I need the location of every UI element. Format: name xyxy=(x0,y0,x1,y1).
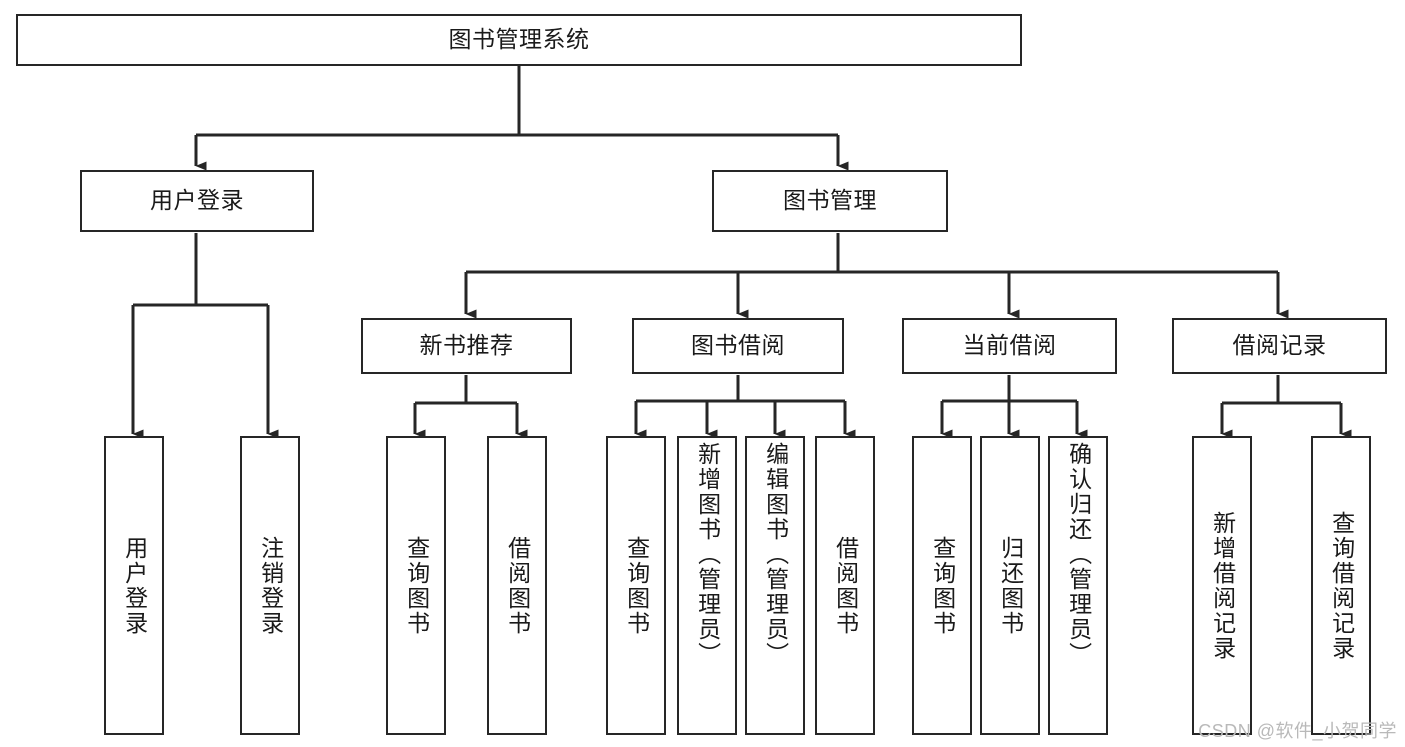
node-label: 新增图书（管理员） xyxy=(694,442,721,667)
leaf-borrow-book-recommendation[interactable]: 借阅图书 xyxy=(487,436,547,735)
leaf-borrow-book[interactable]: 借阅图书 xyxy=(815,436,875,735)
node-label: 新书推荐 xyxy=(419,332,514,359)
node-label: 用户登录 xyxy=(150,187,244,214)
node-label: 借阅图书 xyxy=(504,535,531,636)
leaf-query-book-current[interactable]: 查询图书 xyxy=(912,436,972,735)
node-label: 图书管理系统 xyxy=(448,26,590,53)
node-new-book-recommendation[interactable]: 新书推荐 xyxy=(361,318,572,374)
node-label: 编辑图书（管理员） xyxy=(762,442,789,667)
node-label: 查询图书 xyxy=(623,535,650,636)
node-label: 图书借阅 xyxy=(691,332,785,359)
node-user-login[interactable]: 用户登录 xyxy=(80,170,314,232)
node-label: 新增借阅记录 xyxy=(1209,510,1236,661)
leaf-query-book-recommendation[interactable]: 查询图书 xyxy=(386,436,446,735)
leaf-query-borrow-record[interactable]: 查询借阅记录 xyxy=(1311,436,1371,735)
leaf-return-book[interactable]: 归还图书 xyxy=(980,436,1040,735)
node-label: 借阅图书 xyxy=(832,535,859,636)
node-label: 确认归还（管理员） xyxy=(1065,442,1092,667)
node-label: 借阅记录 xyxy=(1232,332,1327,359)
node-label: 查询图书 xyxy=(929,535,956,636)
leaf-user-login[interactable]: 用户登录 xyxy=(104,436,164,735)
node-label: 注销登录 xyxy=(257,535,284,636)
leaf-add-book-admin[interactable]: 新增图书（管理员） xyxy=(677,436,737,735)
leaf-add-borrow-record[interactable]: 新增借阅记录 xyxy=(1192,436,1252,735)
csdn-watermark: CSDN @软件_小贺同学 xyxy=(1198,721,1397,741)
node-label: 查询借阅记录 xyxy=(1328,510,1355,661)
node-root-system[interactable]: 图书管理系统 xyxy=(16,14,1022,66)
node-label: 用户登录 xyxy=(121,535,148,636)
node-label: 查询图书 xyxy=(403,535,430,636)
leaf-confirm-return-admin[interactable]: 确认归还（管理员） xyxy=(1048,436,1108,735)
node-borrow-record[interactable]: 借阅记录 xyxy=(1172,318,1387,374)
leaf-edit-book-admin[interactable]: 编辑图书（管理员） xyxy=(745,436,805,735)
leaf-query-book-borrow[interactable]: 查询图书 xyxy=(606,436,666,735)
node-label: 当前借阅 xyxy=(962,332,1057,359)
node-book-borrow[interactable]: 图书借阅 xyxy=(632,318,844,374)
leaf-logout[interactable]: 注销登录 xyxy=(240,436,300,735)
node-label: 图书管理 xyxy=(783,187,877,214)
node-label: 归还图书 xyxy=(997,535,1024,636)
node-book-management[interactable]: 图书管理 xyxy=(712,170,948,232)
node-current-borrow[interactable]: 当前借阅 xyxy=(902,318,1117,374)
